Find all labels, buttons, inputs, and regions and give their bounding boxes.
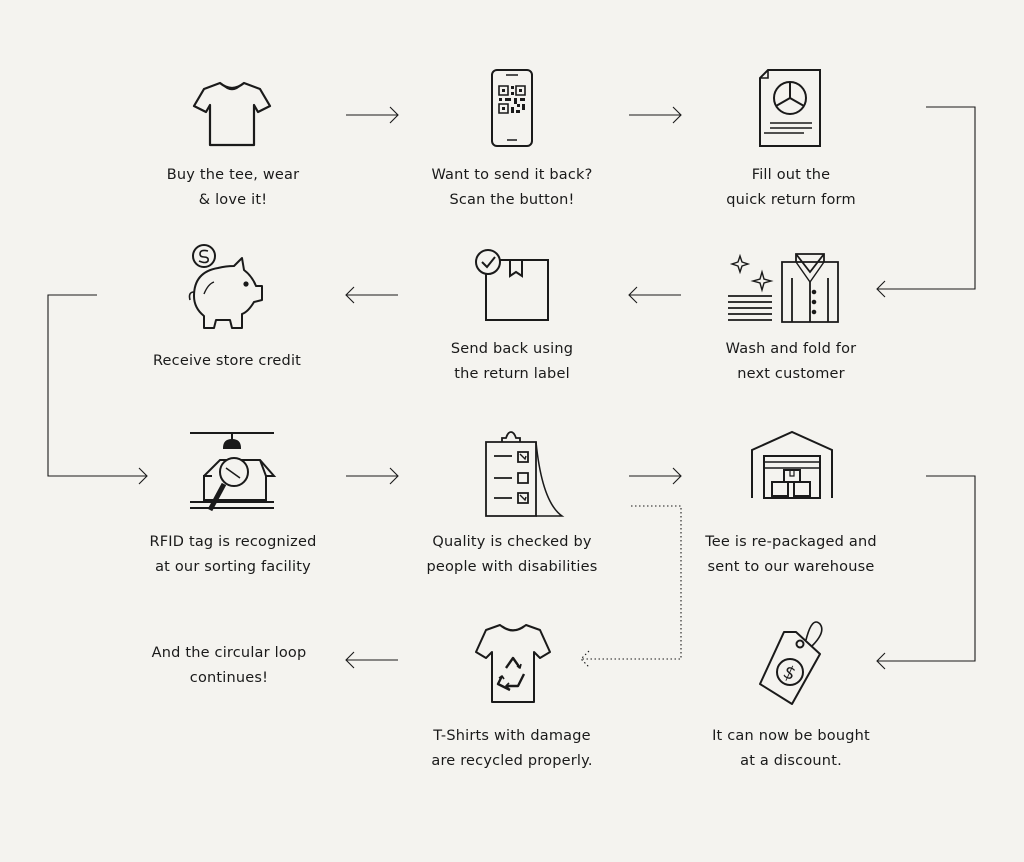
svg-text:$: $	[780, 661, 799, 685]
step-label-store-credit: Receive store credit	[152, 353, 302, 369]
price-tag-icon: $	[758, 614, 824, 708]
package-check-icon	[472, 246, 552, 324]
arrow-step2-to-step3	[629, 106, 682, 124]
dotted-connector-step8-to-step11	[580, 505, 682, 668]
step-label-buy: Buy the tee, wear& love it!	[166, 167, 300, 208]
wash-fold-icon	[726, 252, 840, 324]
arrow-step8-to-step9	[629, 467, 682, 485]
recycled-tshirt-icon	[474, 622, 552, 706]
arrow-step1-to-step2	[346, 106, 399, 124]
arrow-step7-to-step8	[346, 467, 399, 485]
qr-phone-icon	[490, 68, 534, 148]
arrow-step4-to-step5	[628, 286, 681, 304]
tshirt-icon	[192, 80, 272, 148]
connector-step9-to-step10	[876, 475, 976, 670]
connector-step3-to-step4	[876, 106, 976, 298]
piggy-bank-icon	[186, 242, 266, 332]
warehouse-icon	[750, 430, 834, 500]
rfid-scan-icon	[186, 430, 278, 514]
arrow-step11-to-step12	[345, 651, 398, 669]
connector-step6-to-step7	[47, 294, 148, 485]
step-label-scan: Want to send it back?Scan the button!	[431, 167, 593, 208]
arrow-step5-to-step6	[345, 286, 398, 304]
return-form-icon	[754, 68, 824, 148]
checklist-icon	[484, 432, 564, 518]
